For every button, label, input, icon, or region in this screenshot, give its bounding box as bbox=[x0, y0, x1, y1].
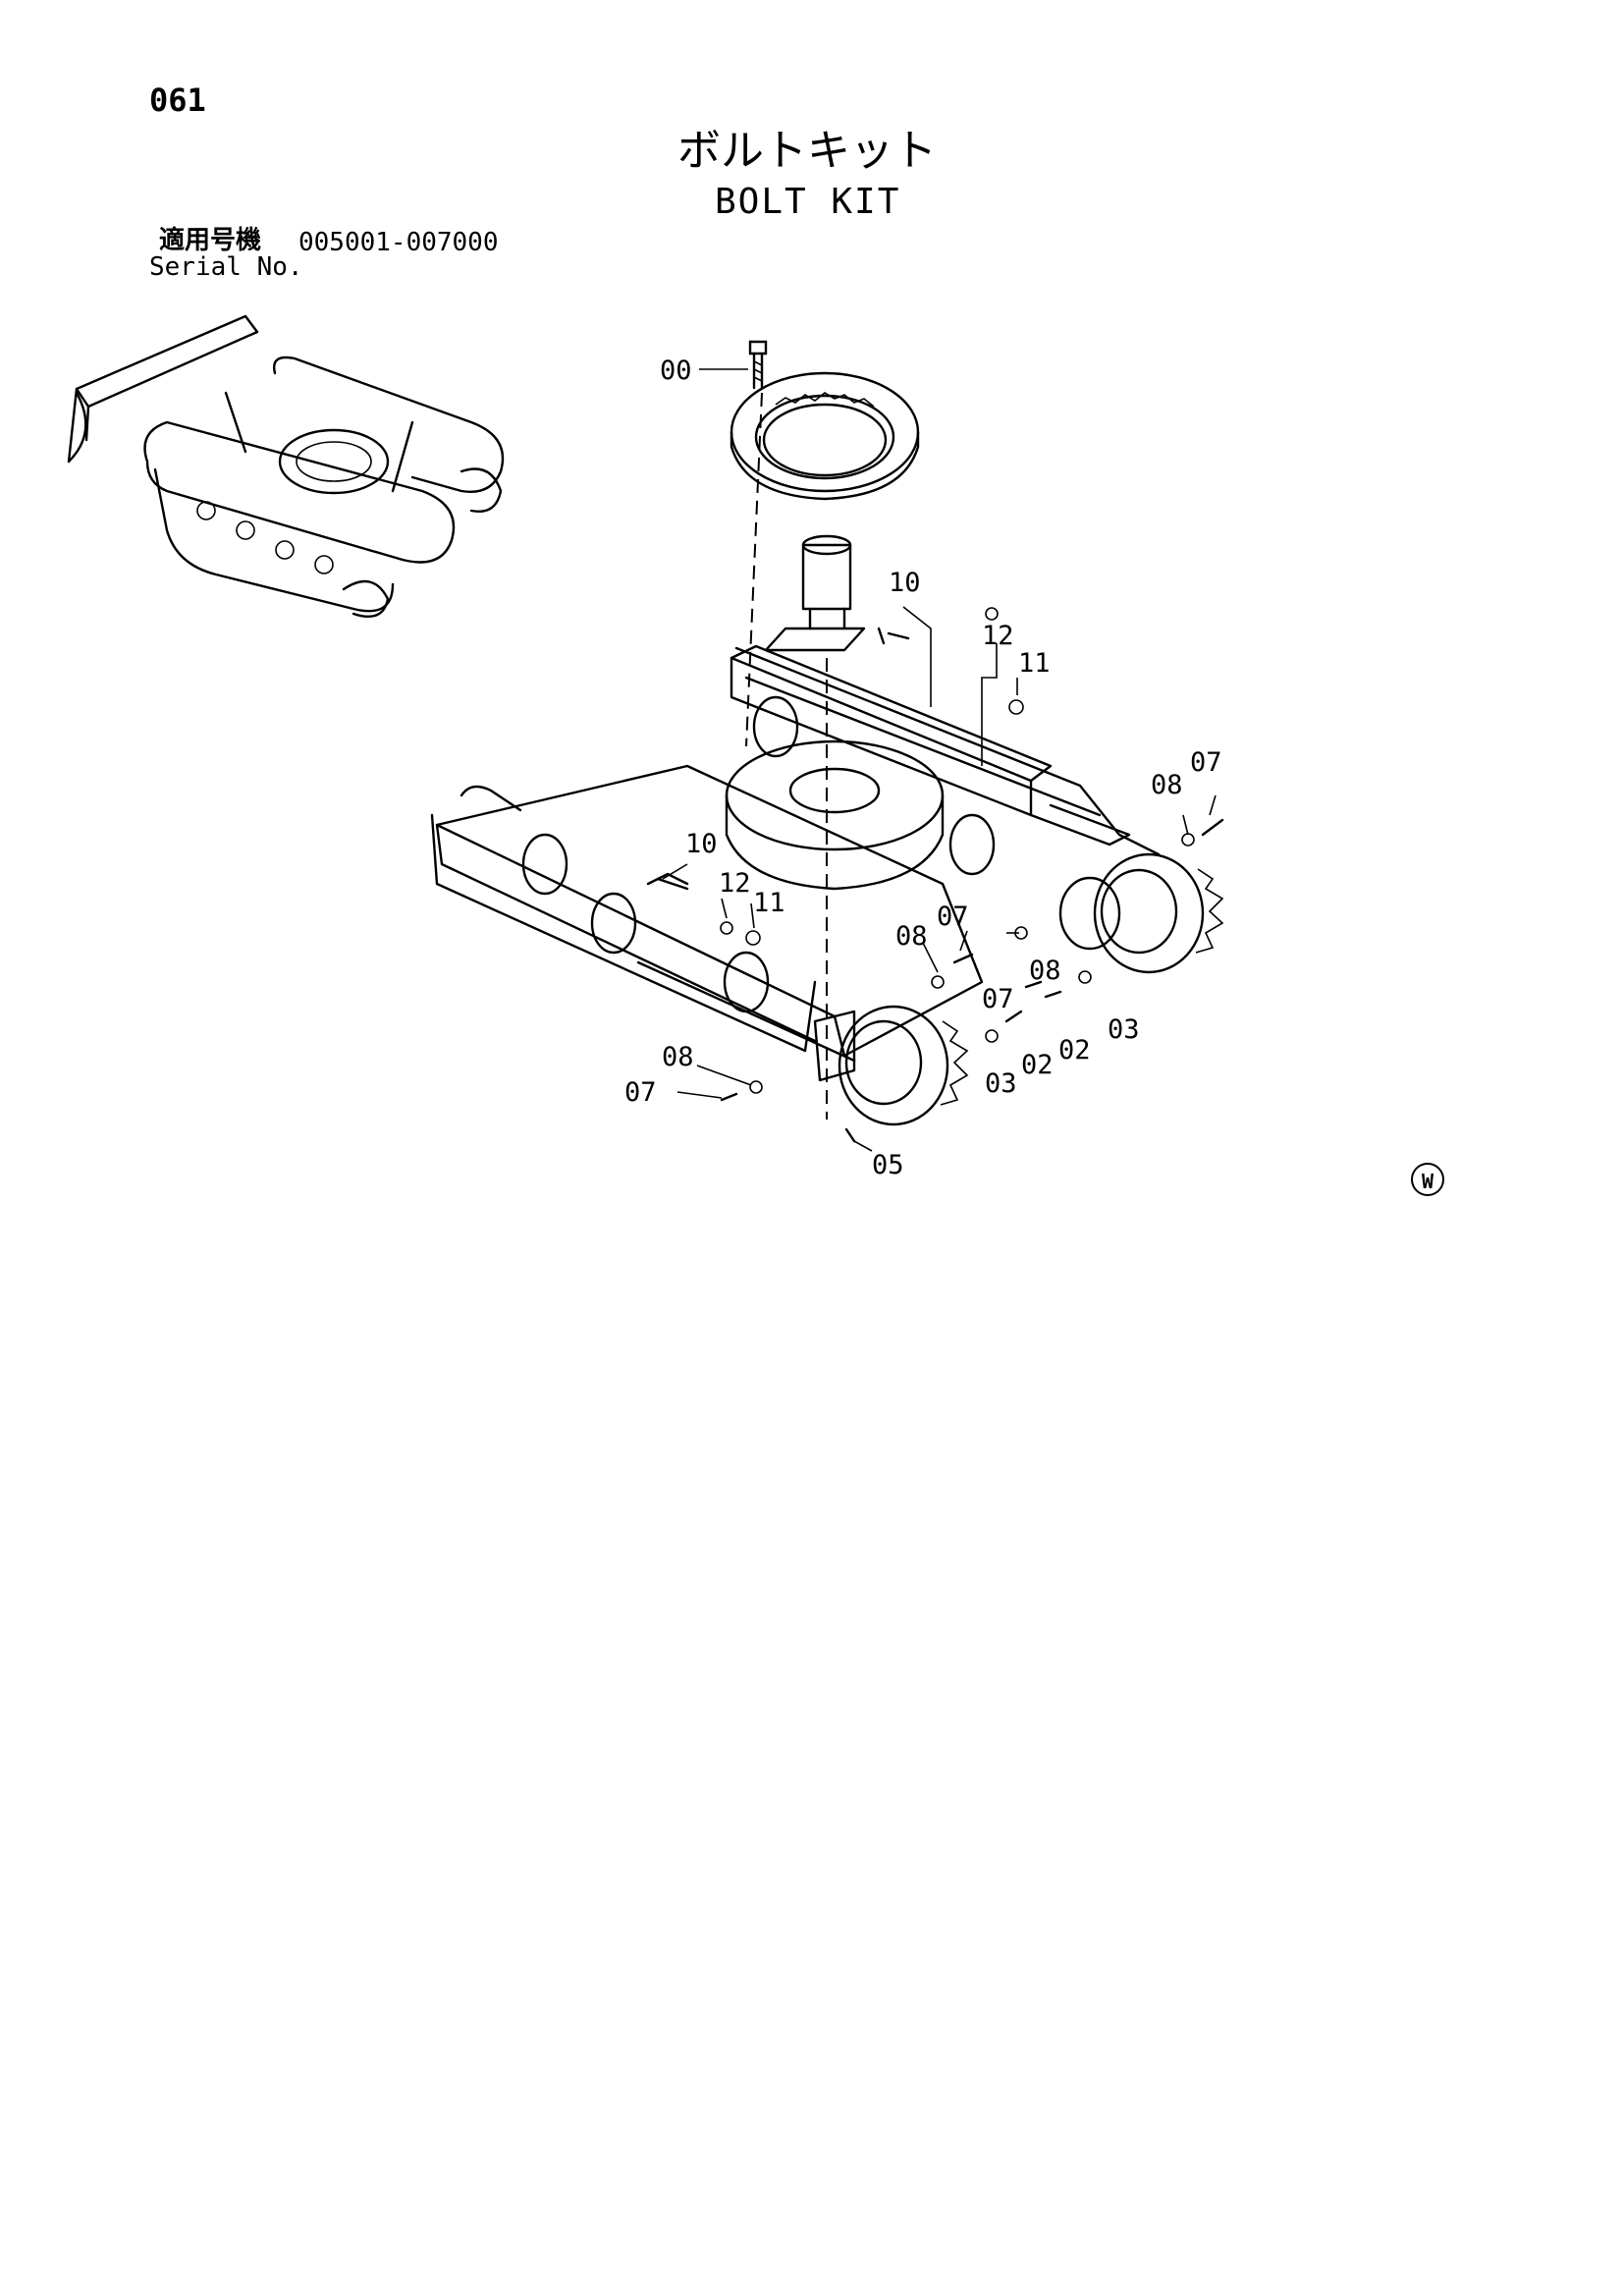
serial-label: Serial No. bbox=[149, 252, 303, 282]
callout-12-lower: 12 bbox=[719, 868, 751, 899]
callout-11-lower: 11 bbox=[753, 888, 785, 918]
page-title-japanese: ボルトキット bbox=[677, 126, 937, 176]
callout-03-right: 03 bbox=[1108, 1014, 1140, 1045]
callout-07-lower-left: 07 bbox=[624, 1077, 657, 1108]
callout-00: 00 bbox=[660, 355, 692, 386]
undercarriage-diagram bbox=[430, 340, 1224, 1152]
callout-10-upper: 10 bbox=[889, 568, 921, 598]
callout-10-lower: 10 bbox=[685, 829, 718, 859]
callout-02-left: 02 bbox=[1021, 1050, 1054, 1080]
overview-thumbnail bbox=[67, 314, 505, 619]
callout-03-left: 03 bbox=[985, 1068, 1017, 1099]
page-title: BOLT KIT bbox=[715, 182, 901, 222]
serial-range: 005001-007000 bbox=[298, 228, 499, 257]
callout-02-right: 02 bbox=[1058, 1035, 1091, 1066]
callout-08-mid: 08 bbox=[895, 921, 928, 952]
callout-08-right: 08 bbox=[1151, 770, 1183, 800]
corner-mark: W bbox=[1411, 1163, 1444, 1196]
callout-07-mid-top: 07 bbox=[937, 902, 969, 932]
callout-08-mid-right: 08 bbox=[1029, 956, 1061, 986]
callout-labels: 00 10 12 11 08 07 10 12 11 08 07 07 08 0… bbox=[624, 355, 1222, 1180]
callout-11-upper: 11 bbox=[1018, 648, 1051, 679]
serial-label-japanese: 適用号機 bbox=[159, 226, 262, 255]
callout-12-upper: 12 bbox=[982, 621, 1014, 651]
callout-07-right: 07 bbox=[1190, 747, 1222, 778]
page-number: 061 bbox=[149, 82, 206, 119]
callout-07-mid: 07 bbox=[982, 984, 1014, 1014]
callout-08-lower-left: 08 bbox=[662, 1042, 694, 1072]
callout-05: 05 bbox=[872, 1150, 904, 1180]
